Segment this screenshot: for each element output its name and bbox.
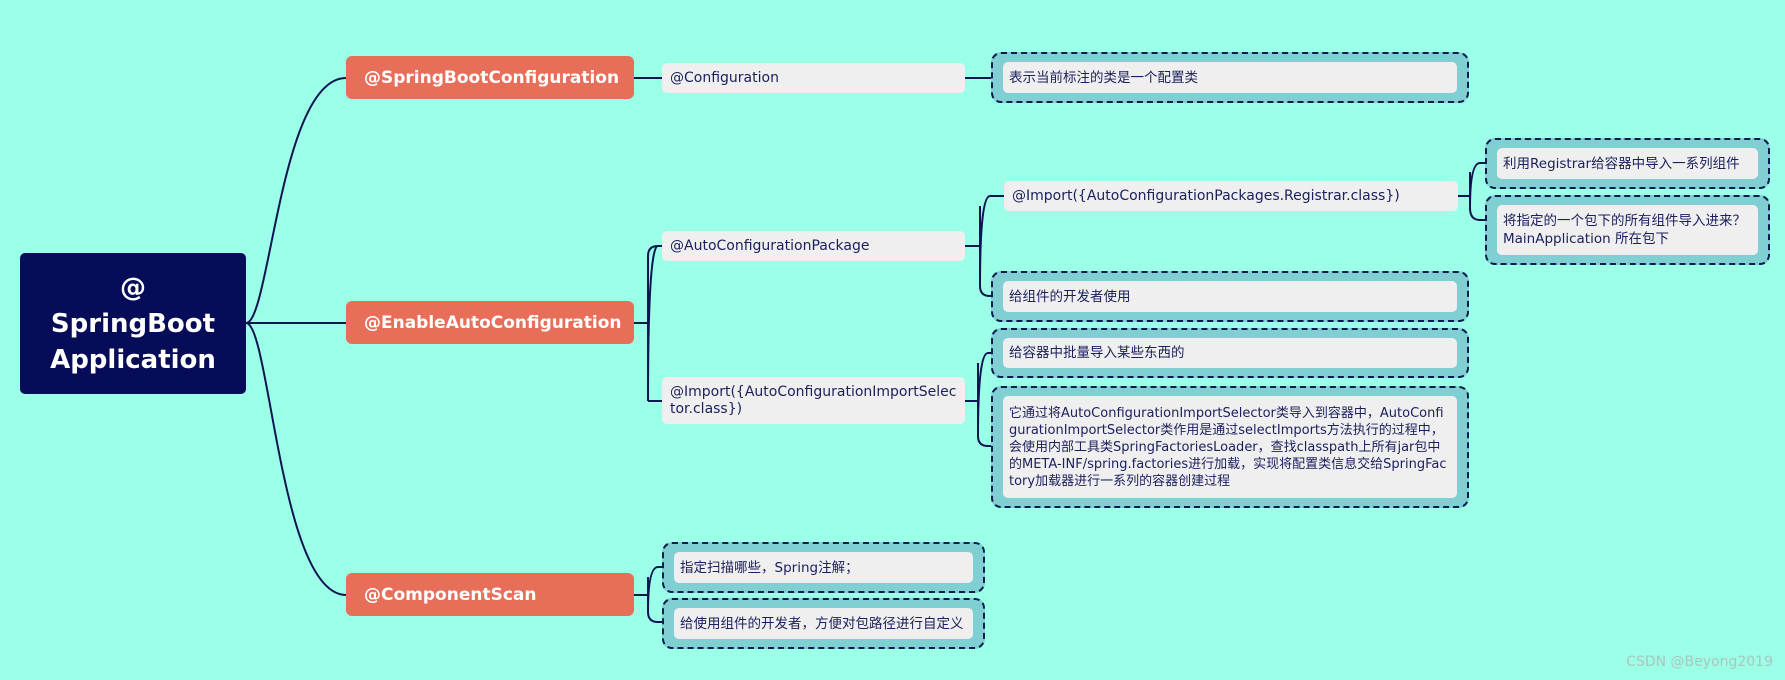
note-configuration-text: 表示当前标注的类是一个配置类 [1009, 69, 1198, 86]
connector-selector-children [965, 352, 1000, 447]
note-scan-2-text: 给使用组件的开发者，方便对包路径进行自定义 [680, 615, 964, 632]
connector-root-config [245, 77, 347, 324]
note-package-developer: 给组件的开发者使用 [991, 271, 1469, 322]
connector-package-children [965, 195, 1004, 297]
node-configuration: @Configuration [662, 63, 965, 93]
note-selector-1: 给容器中批量导入某些东西的 [991, 328, 1469, 378]
note-scan-1-text: 指定扫描哪些，Spring注解； [680, 559, 859, 576]
branch-springbootconfiguration-label: @SpringBootConfiguration [364, 67, 620, 88]
note-registrar-2-text: 将指定的一个包下的所有组件导入进来？MainApplication 所在包下 [1503, 213, 1746, 247]
note-registrar-2: 将指定的一个包下的所有组件导入进来？MainApplication 所在包下 [1485, 195, 1770, 265]
node-registrar-import-label: @Import({AutoConfigurationPackages.Regis… [1012, 187, 1400, 204]
note-selector-2-text: 它通过将AutoConfigurationImportSelector类导入到容… [1009, 405, 1447, 489]
watermark: CSDN @Beyong2019 [1626, 654, 1773, 670]
branch-componentscan-label: @ComponentScan [364, 584, 537, 605]
note-package-developer-text: 给组件的开发者使用 [1009, 288, 1131, 305]
note-registrar-1: 利用Registrar给容器中导入一系列组件 [1485, 138, 1770, 189]
note-configuration: 表示当前标注的类是一个配置类 [991, 52, 1469, 103]
note-selector-1-text: 给容器中批量导入某些东西的 [1009, 345, 1185, 361]
branch-componentscan: @ComponentScan [346, 573, 634, 616]
note-selector-2: 它通过将AutoConfigurationImportSelector类导入到容… [991, 386, 1469, 508]
branch-enableautoconfiguration-label: @EnableAutoConfiguration [364, 312, 622, 333]
branch-springbootconfiguration: @SpringBootConfiguration [346, 56, 634, 99]
note-scan-2: 给使用组件的开发者，方便对包路径进行自定义 [662, 598, 985, 649]
node-configuration-label: @Configuration [670, 69, 779, 86]
root-line-1: @ [120, 272, 146, 303]
root-line-2: SpringBoot [50, 308, 216, 339]
node-autoconfigurationpackage-label: @AutoConfigurationPackage [670, 237, 870, 254]
node-autoconfigurationpackage: @AutoConfigurationPackage [662, 231, 965, 261]
connector-auto-children [634, 245, 662, 402]
connector-root-scan [245, 322, 347, 596]
node-registrar-import: @Import({AutoConfigurationPackages.Regis… [1004, 181, 1458, 211]
node-selector-import-label: @Import({AutoConfigurationImportSelector… [670, 383, 957, 417]
note-scan-1: 指定扫描哪些，Spring注解； [662, 542, 985, 593]
branch-enableautoconfiguration: @EnableAutoConfiguration [346, 301, 634, 344]
connector-scan-children [634, 566, 670, 623]
root-node: @ SpringBoot Application [20, 253, 246, 394]
node-selector-import: @Import({AutoConfigurationImportSelector… [662, 377, 965, 424]
root-line-3: Application [50, 344, 216, 375]
connector-registrar-children [1458, 162, 1492, 221]
note-registrar-1-text: 利用Registrar给容器中导入一系列组件 [1503, 155, 1740, 172]
